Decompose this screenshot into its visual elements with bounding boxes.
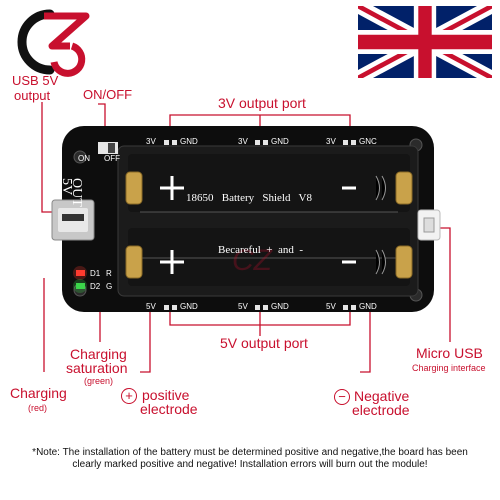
- 5v-output-port-label: 5V output port: [220, 335, 308, 351]
- board-5v-label: 5V: [59, 178, 74, 196]
- charging-sub: (red): [28, 403, 48, 413]
- pin-label-bottom-2: GND: [180, 302, 198, 311]
- board-subtitle: Becareful + and -: [218, 244, 303, 256]
- note-line-1: *Note: The installation of the battery m…: [32, 447, 468, 458]
- pin-label-bottom-4: GND: [271, 302, 289, 311]
- charging-saturation-sub: (green): [84, 376, 114, 386]
- board-off-label: OFF: [104, 154, 120, 163]
- 3v-output-port-label: 3V output port: [218, 95, 306, 111]
- brand-logo: CZ: [8, 6, 90, 78]
- usb5v-label-line2: output: [14, 88, 51, 103]
- charging-saturation-line1: Charging: [70, 346, 127, 362]
- board-on-label: ON: [78, 154, 90, 163]
- positive-symbol: +: [125, 388, 133, 403]
- negative-electrode-line2: electrode: [352, 402, 410, 418]
- pin-label-top-2: GND: [180, 137, 198, 146]
- pin-label-bottom-6: GND: [359, 302, 377, 311]
- led-d1-label: D1: [90, 269, 101, 278]
- positive-electrode-line1: positive: [142, 387, 190, 403]
- board-title: 18650 Battery Shield V8: [186, 192, 312, 204]
- pin-label-top-1: 3V: [146, 137, 156, 146]
- positive-electrode-line2: electrode: [140, 401, 198, 417]
- uk-flag-icon: [358, 6, 492, 78]
- pin-label-top-5: 3V: [326, 137, 336, 146]
- negative-electrode-icon: −: [334, 389, 350, 405]
- pin-label-bottom-1: 5V: [146, 302, 156, 311]
- positive-electrode-icon: +: [121, 388, 137, 404]
- pin-label-bottom-3: 5V: [238, 302, 248, 311]
- negative-symbol: −: [338, 389, 346, 404]
- pin-label-bottom-5: 5V: [326, 302, 336, 311]
- pin-label-top-6: GNC: [359, 137, 377, 146]
- micro-usb-sub: Charging interface: [412, 363, 486, 373]
- led-r-label: R: [106, 269, 112, 278]
- charging-label: Charging: [10, 385, 67, 401]
- pin-label-top-4: GND: [271, 137, 289, 146]
- negative-electrode-line1: Negative: [354, 388, 410, 404]
- led-g-label: G: [106, 282, 113, 291]
- pin-label-top-3: 3V: [238, 137, 248, 146]
- note-line-2: clearly marked positive and negative! In…: [72, 459, 428, 470]
- on-off-label: ON/OFF: [83, 87, 133, 102]
- charging-saturation-line2: saturation: [66, 360, 128, 376]
- installation-note: *Note: The installation of the battery m…: [20, 447, 480, 471]
- led-d2-label: D2: [90, 282, 101, 291]
- watermark: CZ: [232, 244, 274, 277]
- usb5v-label-line1: USB 5V: [12, 73, 59, 88]
- micro-usb-label: Micro USB: [416, 345, 483, 361]
